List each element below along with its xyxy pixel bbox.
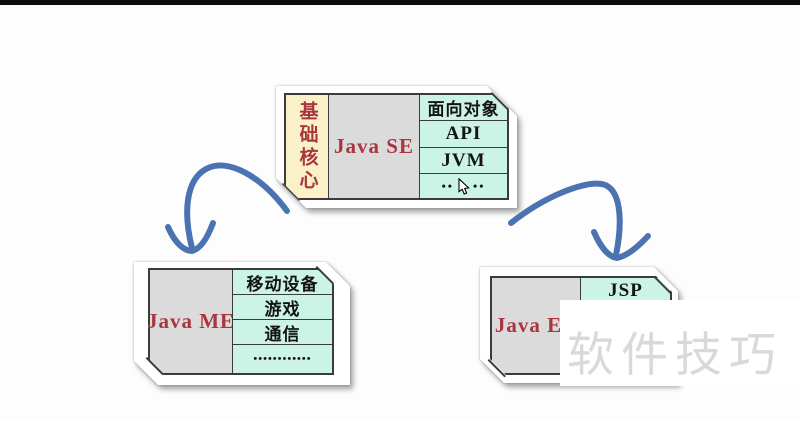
java-se-item-more: •• •• xyxy=(420,173,507,198)
java-me-items: 移动设备 游戏 通信 •••••••••••• xyxy=(232,270,332,373)
cursor-icon xyxy=(457,178,470,195)
java-me-item-mobile: 移动设备 xyxy=(246,274,319,294)
java-se-box: 基础核心 Java SE 面向对象 API JVM •• •• xyxy=(276,86,517,208)
java-se-name: Java SE xyxy=(328,95,419,198)
java-se-side-label: 基础核心 xyxy=(286,95,328,198)
top-black-bar xyxy=(0,0,800,5)
java-se-item-jvm: JVM xyxy=(420,147,507,173)
dots-right: •• xyxy=(473,179,486,193)
java-me-box: Java ME 移动设备 游戏 通信 •••••••••••• xyxy=(134,262,350,385)
watermark-text: 软件技巧 xyxy=(567,328,783,381)
java-se-item-oop: 面向对象 xyxy=(427,100,500,119)
java-se-items: 面向对象 API JVM •• •• xyxy=(419,95,507,198)
dots-left: •• xyxy=(441,179,454,193)
dots: •••••••••••• xyxy=(253,352,312,365)
watermark-box: 软件技巧 xyxy=(560,300,800,386)
java-me-item-more: •••••••••••• xyxy=(233,344,332,373)
java-me-name: Java ME xyxy=(150,270,232,373)
java-se-table: 基础核心 Java SE 面向对象 API JVM •• •• xyxy=(284,93,509,200)
java-me-plate: Java ME 移动设备 游戏 通信 •••••••••••• xyxy=(134,262,350,385)
java-me-table: Java ME 移动设备 游戏 通信 •••••••••••• xyxy=(148,268,334,375)
java-se-plate: 基础核心 Java SE 面向对象 API JVM •• •• xyxy=(276,86,517,208)
java-se-item-api: API xyxy=(420,120,507,147)
java-me-item-comm: 通信 xyxy=(233,319,332,344)
java-me-item-game: 游戏 xyxy=(233,294,332,319)
java-ee-item-jsp: JSP xyxy=(608,279,643,301)
arrow-se-to-ee xyxy=(508,180,651,262)
